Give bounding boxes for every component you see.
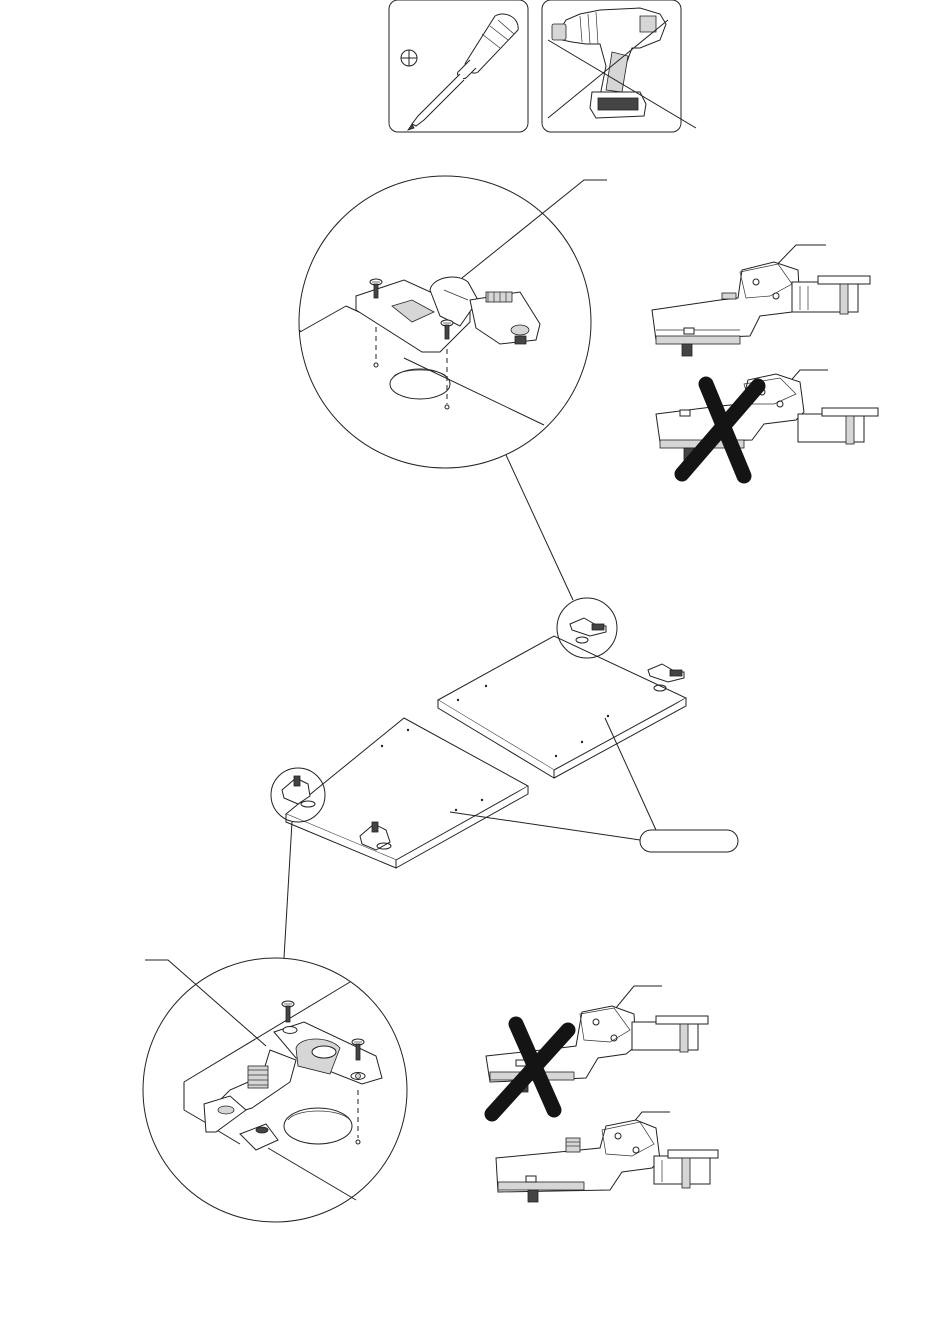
cordless-drill-icon [552,8,666,118]
bottom-detail-circle [143,822,407,1222]
screwdriver-tool-box [389,0,528,132]
drill-tool-box [542,0,696,132]
hinge-part-top [356,277,540,352]
hinge-mini-icon [570,618,606,643]
hinge-side-view-correct-1 [652,245,870,356]
hinge-side-view-incorrect-2 [486,986,708,1114]
door-panel-right [438,598,686,778]
screwdriver-icon [408,14,518,130]
hinge-leader-line [462,180,607,278]
door-panel-left [271,718,528,868]
detail-leader-line [284,822,292,958]
hinge-leader-line [145,960,266,1046]
top-detail-circle [299,176,607,600]
hinge-side-view-correct-2 [496,1112,718,1202]
phillips-symbol-icon [401,50,417,66]
hinge-side-view-incorrect-1 [656,370,878,476]
detail-leader-line [506,455,573,600]
screw-icon [282,1001,294,1022]
